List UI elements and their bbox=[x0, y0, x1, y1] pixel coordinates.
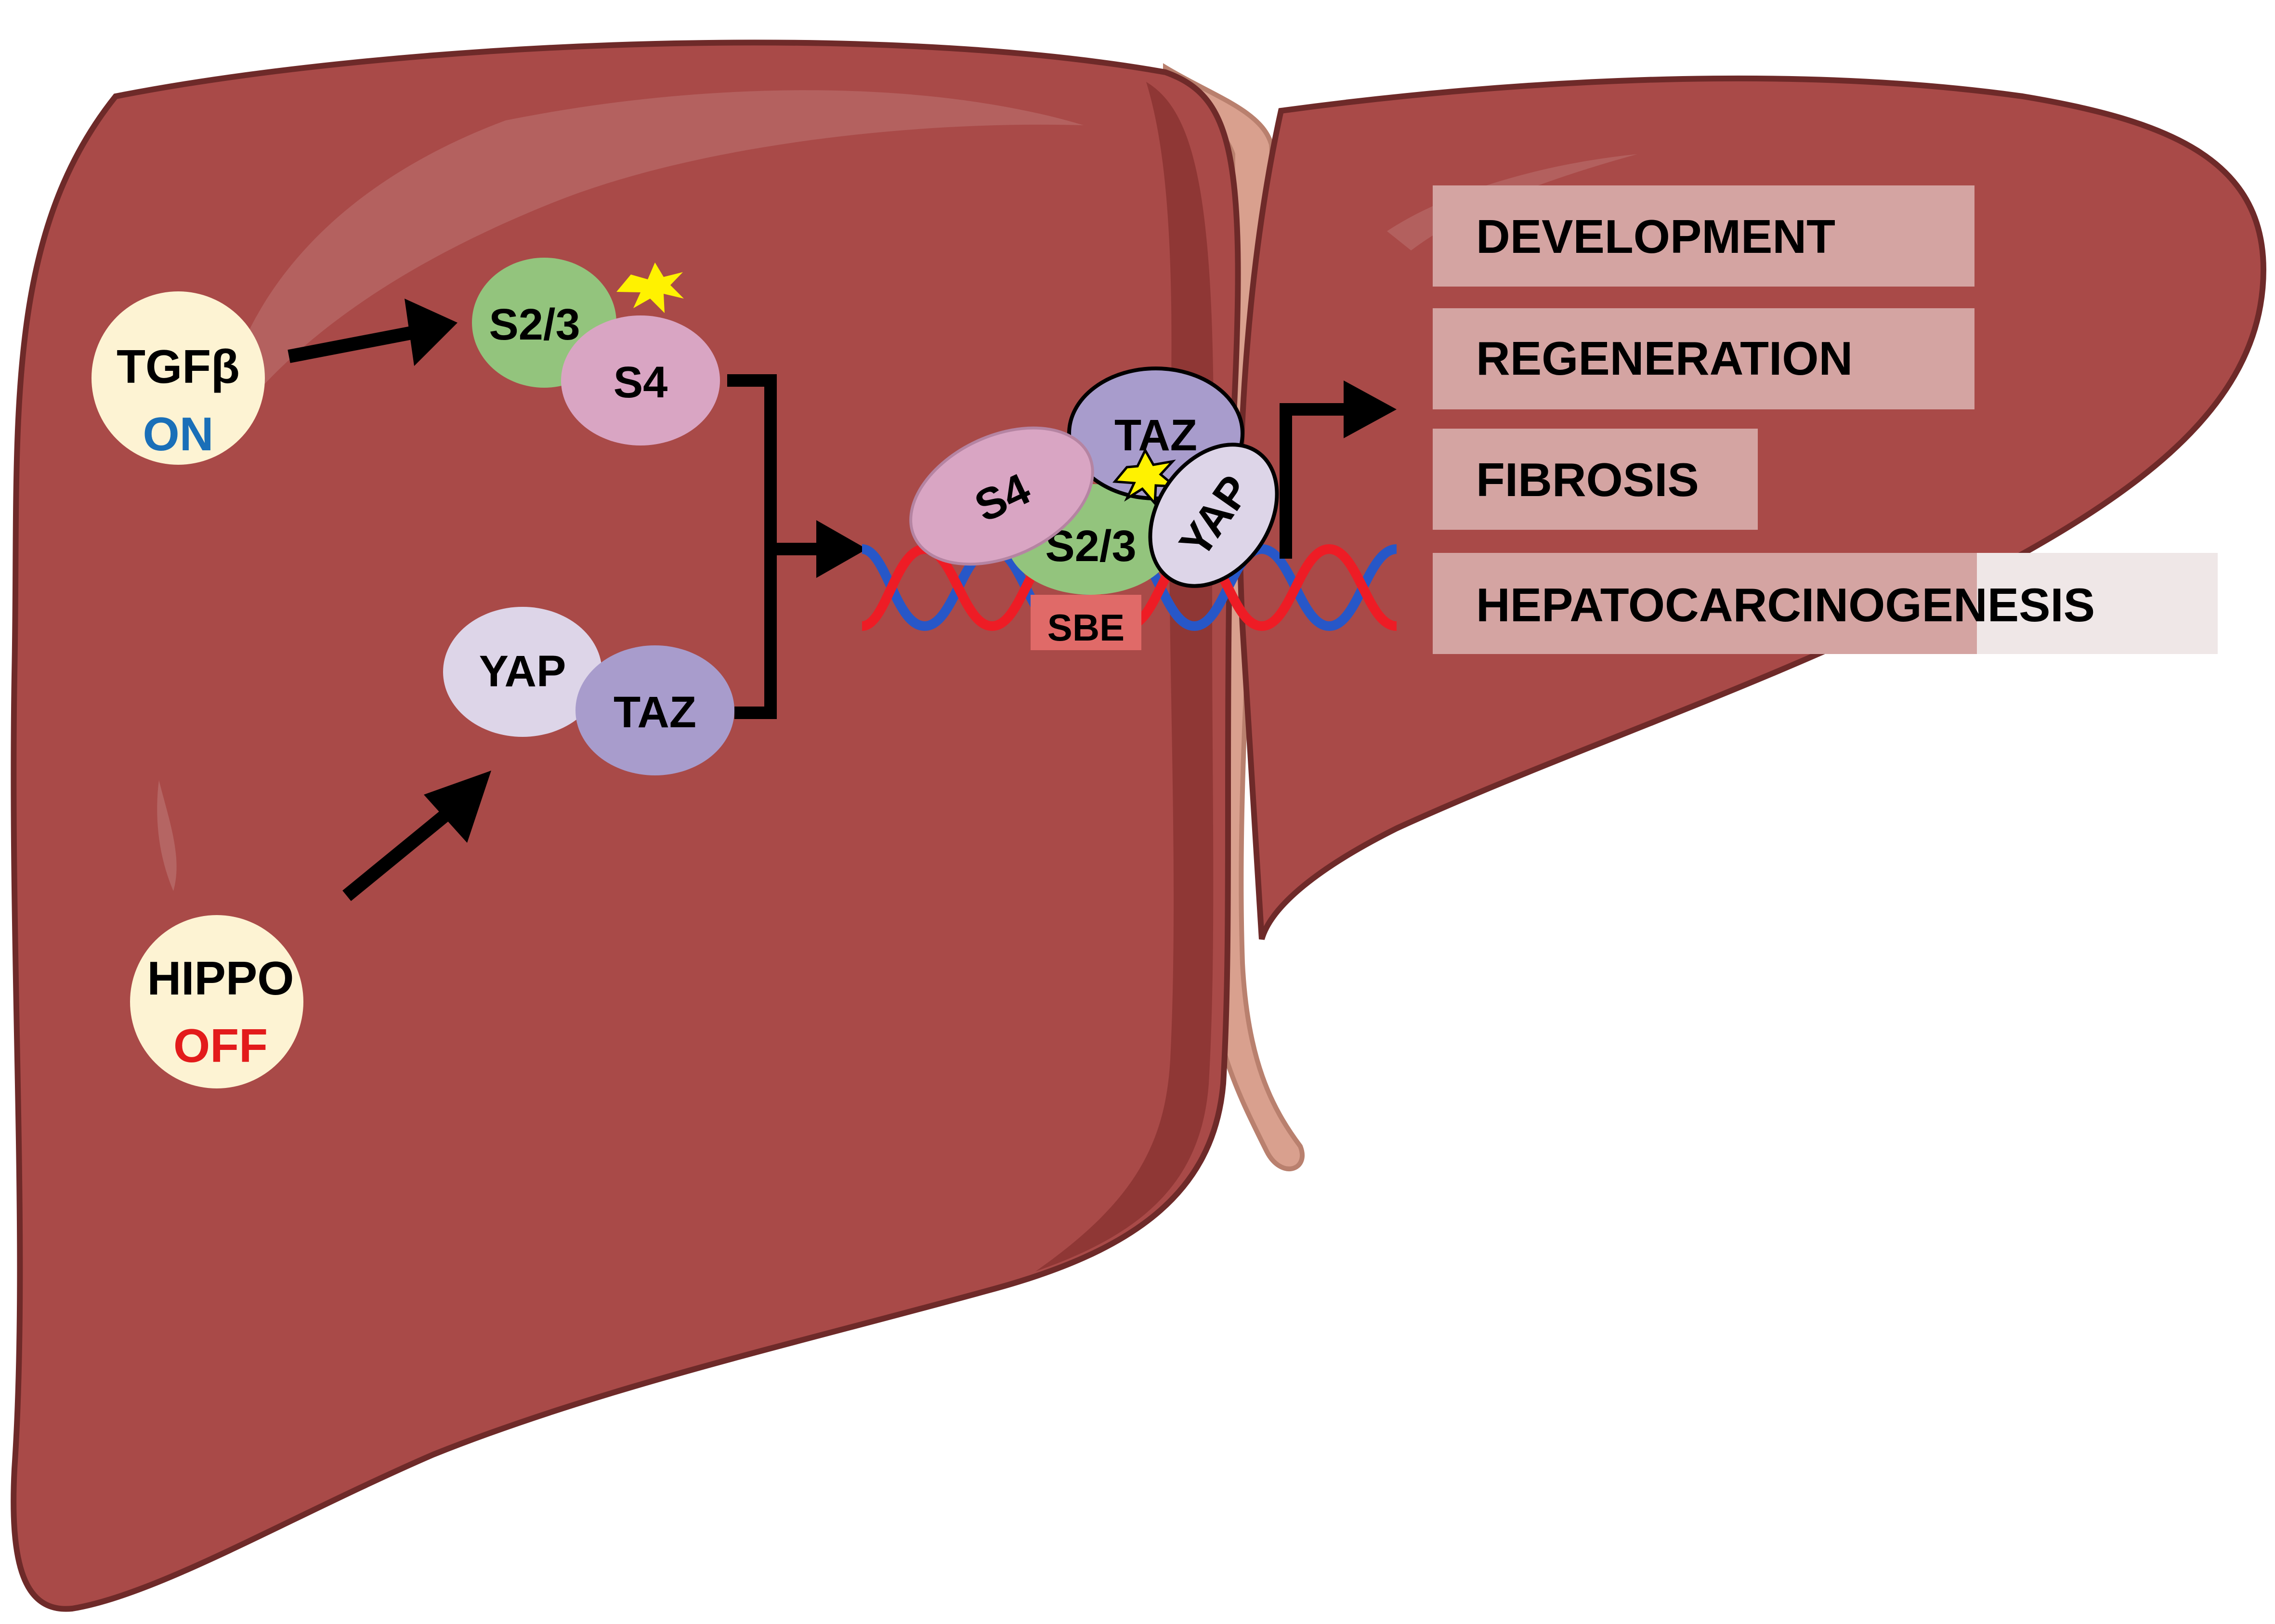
smad-pair: S2/3 S4 bbox=[472, 258, 720, 445]
liver-left-lobe bbox=[11, 39, 1241, 1612]
outcome-fibrosis: FIBROSIS bbox=[1476, 453, 1699, 506]
complex-yap-ellipse bbox=[1148, 443, 1279, 588]
smad23-label: S2/3 bbox=[489, 300, 580, 349]
yap-taz-pair: YAP TAZ bbox=[443, 607, 734, 775]
output-arrow bbox=[1280, 380, 1397, 559]
complex-taz-label: TAZ bbox=[1114, 411, 1197, 460]
yap-ellipse bbox=[443, 607, 602, 737]
liver-highlight-right bbox=[1387, 154, 1637, 250]
outcome-development: DEVELOPMENT bbox=[1476, 210, 1835, 263]
hippo-arrow bbox=[342, 804, 457, 901]
merge-arrowhead bbox=[816, 520, 867, 578]
outcomes-list: DEVELOPMENT REGENERATION FIBROSIS HEPATO… bbox=[1433, 185, 2218, 654]
complex-smad4-ellipse bbox=[909, 426, 1094, 566]
tgfb-arrowhead bbox=[405, 299, 458, 366]
hippo-signal: HIPPO OFF bbox=[130, 915, 303, 1088]
tgfb-signal: TGFβ ON bbox=[92, 291, 265, 465]
hippo-state: OFF bbox=[173, 1019, 268, 1072]
liver-shadow bbox=[1035, 82, 1214, 1271]
sbe-element: SBE bbox=[1031, 595, 1141, 650]
tgfb-arrow bbox=[288, 326, 416, 363]
outcome-regeneration: REGENERATION bbox=[1476, 332, 1853, 385]
taz-label: TAZ bbox=[614, 688, 696, 737]
liver-highlight bbox=[217, 90, 1084, 443]
tgfb-label: TGFβ bbox=[117, 340, 240, 393]
outcome-box-fibrosis bbox=[1433, 429, 1758, 530]
outcome-box-development bbox=[1433, 185, 1974, 287]
hippo-arrowhead bbox=[424, 771, 491, 843]
outcome-hepatocarcinogenesis: HEPATOCARCINOGENESIS bbox=[1476, 578, 2095, 631]
outcome-box-regeneration bbox=[1433, 308, 1974, 409]
yap-label: YAP bbox=[479, 647, 566, 696]
liver-highlight-left bbox=[157, 780, 177, 891]
tgfb-state: ON bbox=[143, 407, 214, 460]
signal-arrows bbox=[288, 299, 491, 901]
transcription-complex: S2/3 TAZ S4 YAP bbox=[909, 367, 1279, 595]
hippo-label: HIPPO bbox=[147, 952, 294, 1005]
phospho-star-icon bbox=[616, 262, 684, 313]
smad4-ellipse bbox=[561, 315, 720, 445]
taz-ellipse bbox=[575, 645, 734, 775]
sbe-label: SBE bbox=[1047, 606, 1124, 649]
output-arrowhead bbox=[1344, 380, 1397, 438]
smad4-label: S4 bbox=[614, 358, 668, 407]
merge-bracket bbox=[727, 374, 867, 719]
